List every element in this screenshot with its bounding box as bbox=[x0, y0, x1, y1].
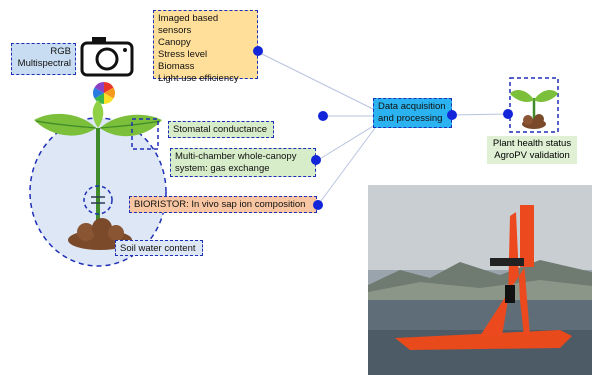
drone-boat-photo bbox=[368, 185, 592, 375]
image-sensors-line-1: Imaged based sensors bbox=[158, 13, 219, 36]
plant-icon bbox=[34, 100, 162, 230]
data-acquisition-box: Data acquisition and processing bbox=[373, 98, 452, 128]
processing-dot bbox=[447, 110, 457, 120]
chamber-dot bbox=[311, 155, 321, 165]
image-sensors-line-4: Biomass bbox=[158, 61, 195, 72]
bioristor-dot bbox=[313, 200, 323, 210]
multi-chamber-label: Multi-chamber whole-canopy system: gas e… bbox=[170, 148, 316, 177]
seedling-icon bbox=[509, 77, 559, 133]
camera-icon bbox=[80, 37, 134, 77]
image-sensors-line-2: Canopy bbox=[158, 37, 191, 48]
image-sensors-line-5: Light use efficiency bbox=[158, 73, 239, 84]
stomatal-dot bbox=[318, 111, 328, 121]
output-dot bbox=[503, 109, 513, 119]
image-sensors-line-3: Stress level bbox=[158, 49, 208, 60]
image-sensors-dot bbox=[253, 46, 263, 56]
soil-water-label: Soil water content bbox=[115, 240, 203, 256]
rgb-multispectral-label: RGB Multispectral bbox=[11, 43, 76, 75]
plant-health-label: Plant health status AgroPV validation bbox=[487, 136, 577, 164]
color-wheel-icon bbox=[93, 82, 115, 104]
stomatal-conductance-label: Stomatal conductance bbox=[168, 121, 274, 138]
image-sensors-box: Imaged based sensors Canopy Stress level… bbox=[153, 10, 258, 84]
bioristor-label: BIORISTOR: In vivo sap ion composition bbox=[129, 196, 317, 213]
